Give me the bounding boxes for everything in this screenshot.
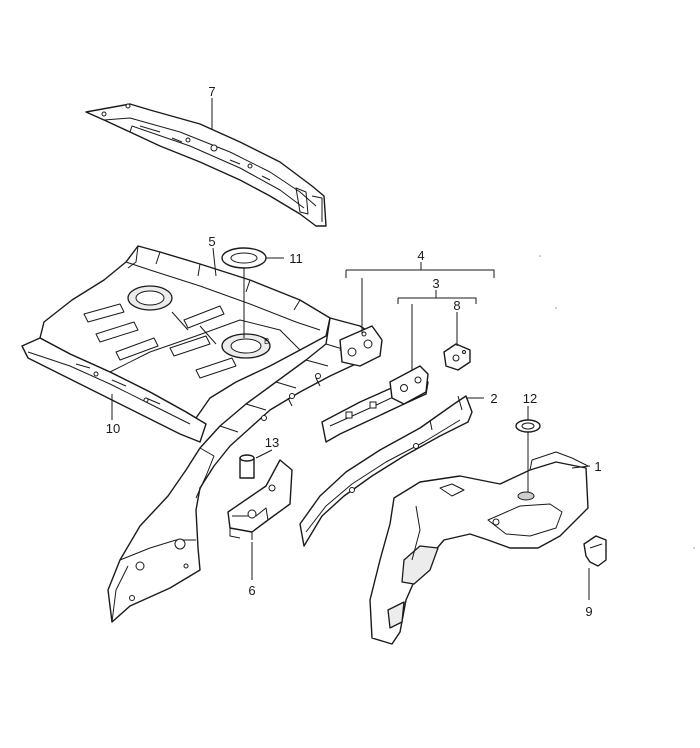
leader-lines: [111, 98, 591, 600]
callout-6: 6: [248, 583, 255, 598]
bracket-4: [345, 269, 495, 278]
callout-13: 13: [265, 435, 279, 450]
part-1-wheel-house: [369, 451, 589, 645]
callout-3: 3: [432, 276, 439, 291]
callout-10: 10: [106, 421, 120, 436]
part-5-rear-floor-pan: B: [39, 245, 331, 419]
callout-labels: 7 5 11 4 3 8 2 12 1 13 6 9 10: [106, 84, 602, 619]
callout-11: 11: [289, 251, 303, 266]
bracket-3: [397, 297, 477, 304]
leader-1: [571, 465, 591, 469]
callout-1: 1: [594, 459, 601, 474]
leader-5: [212, 247, 217, 277]
part-9-clip: [583, 535, 607, 567]
part-7-rear-shelf-panel: [85, 103, 327, 227]
part-11-ring-grommet: [221, 247, 267, 269]
part-6-mounting-bracket: [227, 459, 293, 540]
scan-specks: [539, 255, 695, 549]
callout-4: 4: [417, 248, 424, 263]
callout-7: 7: [208, 84, 215, 99]
part-8-small-plate: [443, 343, 471, 371]
floor-mark: B: [264, 337, 269, 346]
part-10-rear-cross-member: [21, 337, 207, 443]
part-2-side-reinforcement: [299, 395, 473, 547]
part-12-grommet: [515, 419, 541, 433]
leader-13: [255, 449, 273, 459]
part-13-stud: [239, 454, 255, 479]
callout-12: 12: [523, 391, 537, 406]
part-3-inner-bracket: [389, 365, 429, 405]
part-4-rail-bracket: [339, 325, 383, 367]
callout-2: 2: [490, 391, 497, 406]
callout-8: 8: [453, 298, 460, 313]
callout-9: 9: [585, 604, 592, 619]
callout-5: 5: [208, 234, 215, 249]
